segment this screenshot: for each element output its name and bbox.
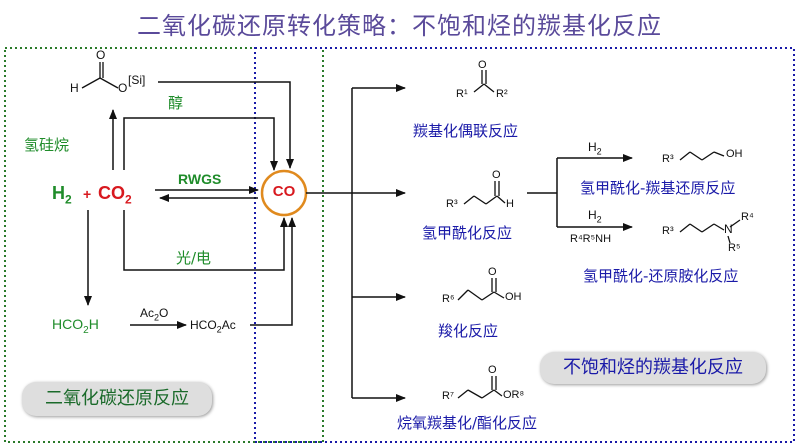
hco2ac-subscript: 2 xyxy=(216,324,222,335)
hydroformylation-amination-label: 氢甲酰化-还原胺化反应 xyxy=(583,267,739,285)
arrow-silylformate-to-co xyxy=(158,81,294,169)
photo-electro-label: 光/电 xyxy=(176,249,212,267)
ac2o-subscript: 2 xyxy=(154,312,160,323)
co-label: CO xyxy=(272,183,296,200)
ketone-structure xyxy=(473,70,495,93)
h2-mid-subscript: 2 xyxy=(596,214,602,225)
alcohol-structure xyxy=(679,151,725,161)
ketone-r2: R² xyxy=(496,88,508,100)
h2-top-subscript: 2 xyxy=(596,146,602,157)
h2-top-symbol: H xyxy=(588,140,597,154)
arrow-photo-route xyxy=(123,210,288,271)
amine-structure xyxy=(679,219,741,244)
ketone-o: O xyxy=(478,59,487,71)
ester-r7: R⁷ xyxy=(442,390,454,402)
hco2ac-hco: HCO xyxy=(190,318,217,332)
left-panel-frame xyxy=(4,47,324,443)
plus-sign: + xyxy=(83,186,92,202)
acid-o: O xyxy=(488,266,497,278)
rwgs-label: RWGS xyxy=(178,171,222,187)
silyl-formate-o-ester: O xyxy=(118,81,128,95)
amine-r4: R⁴ xyxy=(741,211,754,223)
silyl-formate-o-carbonyl: O xyxy=(96,48,106,62)
alcohol-label: 醇 xyxy=(168,94,184,112)
carbonylation-badge: 不饱和烃的羰基化反应 xyxy=(540,352,766,384)
formic-acid-h: H xyxy=(88,316,99,332)
co2-subscript: 2 xyxy=(125,192,132,207)
silyl-formate-si: [Si] xyxy=(128,73,146,87)
hydroformylation-label: 氢甲酰化反应 xyxy=(422,224,513,242)
amine-n: N xyxy=(724,222,733,236)
aldehyde-r3: R³ xyxy=(446,198,458,210)
alkoxycarbonylation-label: 烷氧羰基化/酯化反应 xyxy=(397,414,538,432)
ac2o-reagent: Ac2O xyxy=(140,306,168,322)
hco2ac-ac: Ac xyxy=(221,318,236,332)
alcohol-r3: R³ xyxy=(662,153,674,165)
h2-reagent-mid: H2 xyxy=(588,208,602,224)
h2-reagent-top: H2 xyxy=(588,140,602,156)
hydroformylation-reduction-label: 氢甲酰化-羰基还原反应 xyxy=(580,179,736,197)
arrow-hco2ac-to-co xyxy=(250,217,296,326)
page-title: 二氧化碳还原转化策略：不饱和烃的羰基化反应 xyxy=(137,12,662,40)
aldehyde-o: O xyxy=(492,169,501,181)
co2-symbol: CO xyxy=(98,183,125,203)
ester-o: O xyxy=(488,364,497,376)
aldehyde-h: H xyxy=(506,198,514,210)
h2-reactant: H2 xyxy=(52,183,72,207)
arrow-alcohol-route xyxy=(123,117,278,171)
ac2o-o: O xyxy=(159,306,169,320)
formic-acid-hco: HCO xyxy=(52,316,84,332)
ketone-r1: R¹ xyxy=(456,88,468,100)
h2-mid-symbol: H xyxy=(588,208,597,222)
co2-reduction-badge: 二氧化碳还原反应 xyxy=(22,382,212,416)
h2-subscript: 2 xyxy=(65,192,72,207)
right-panel-frame xyxy=(254,47,795,443)
amine-r3: R³ xyxy=(662,225,674,237)
acid-r6: R⁶ xyxy=(442,293,455,305)
h2-symbol: H xyxy=(52,183,65,203)
hydrocarboxylation-label: 羧化反应 xyxy=(438,322,499,340)
silyl-formate-h: H xyxy=(70,81,79,95)
aldehyde-structure xyxy=(463,181,506,205)
hydrosilane-label: 氢硅烷 xyxy=(24,136,70,154)
ac2o-ac: Ac xyxy=(140,306,155,320)
acid-oh: OH xyxy=(505,291,522,303)
amine-reagent: R⁴R⁵NH xyxy=(570,233,612,245)
ester-or8: OR⁸ xyxy=(503,389,525,401)
acetic-formic-anhydride: HCO2Ac xyxy=(190,318,236,334)
co2-reactant: CO2 xyxy=(98,183,132,207)
amine-r5: R⁵ xyxy=(728,242,741,254)
carbonyl-coupling-label: 羰基化偶联反应 xyxy=(413,122,519,140)
alcohol-oh: OH xyxy=(726,148,743,160)
formic-acid-subscript: 2 xyxy=(83,324,89,336)
formic-acid: HCO2H xyxy=(52,316,99,336)
silyl-formate-structure xyxy=(81,62,119,89)
ester-structure xyxy=(457,376,503,399)
acid-structure xyxy=(457,278,505,301)
